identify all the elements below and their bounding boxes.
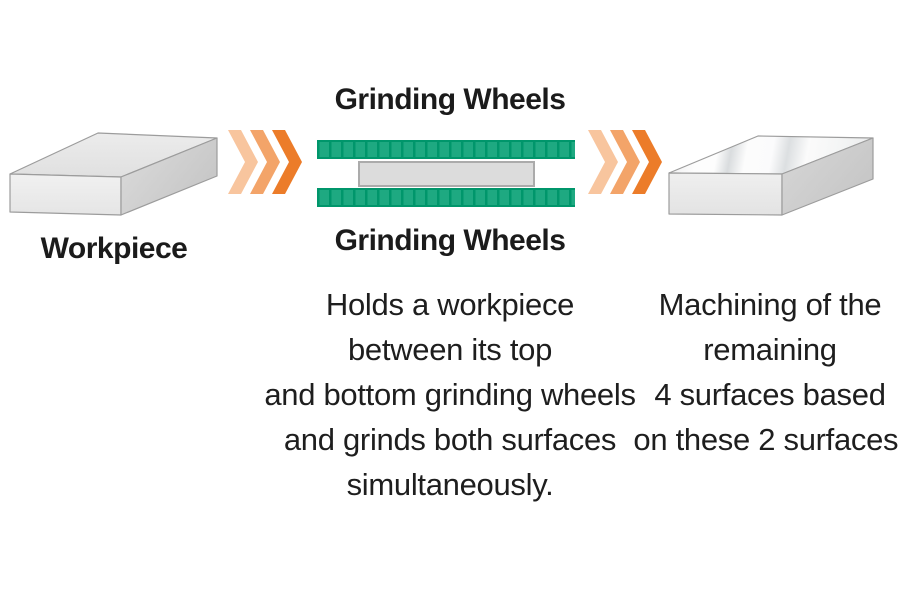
raw-workpiece-3d-icon — [9, 132, 218, 216]
workpiece-label: Workpiece — [40, 232, 188, 265]
ground-workpiece-front-face — [668, 172, 783, 216]
triple-chevron-right-icon — [588, 130, 662, 194]
chevron-dark — [272, 130, 302, 194]
raw-workpiece-front-face — [9, 173, 122, 216]
chevron-mid — [250, 130, 280, 194]
ground-workpiece-right-face — [781, 137, 874, 216]
result-stage-description: Machining of the remaining 4 surfaces ba… — [633, 287, 900, 457]
chevron-dark — [632, 130, 662, 194]
grinding-wheel-bottom-icon — [317, 188, 575, 207]
grinding-wheels-bottom-label: Grinding Wheels — [334, 224, 566, 257]
grinding-wheels-top-label: Grinding Wheels — [334, 83, 566, 116]
raw-workpiece-right-face — [120, 137, 218, 216]
grinding-wheel-top-icon — [317, 140, 575, 159]
triple-chevron-right-icon — [228, 130, 302, 194]
chevron-light — [228, 130, 258, 194]
chevron-light — [588, 130, 618, 194]
chevron-mid — [610, 130, 640, 194]
held-workpiece-plate-icon — [358, 161, 535, 187]
ground-workpiece-3d-icon — [668, 135, 874, 216]
grinding-stage-description: Holds a workpiece between its top and bo… — [264, 287, 636, 502]
